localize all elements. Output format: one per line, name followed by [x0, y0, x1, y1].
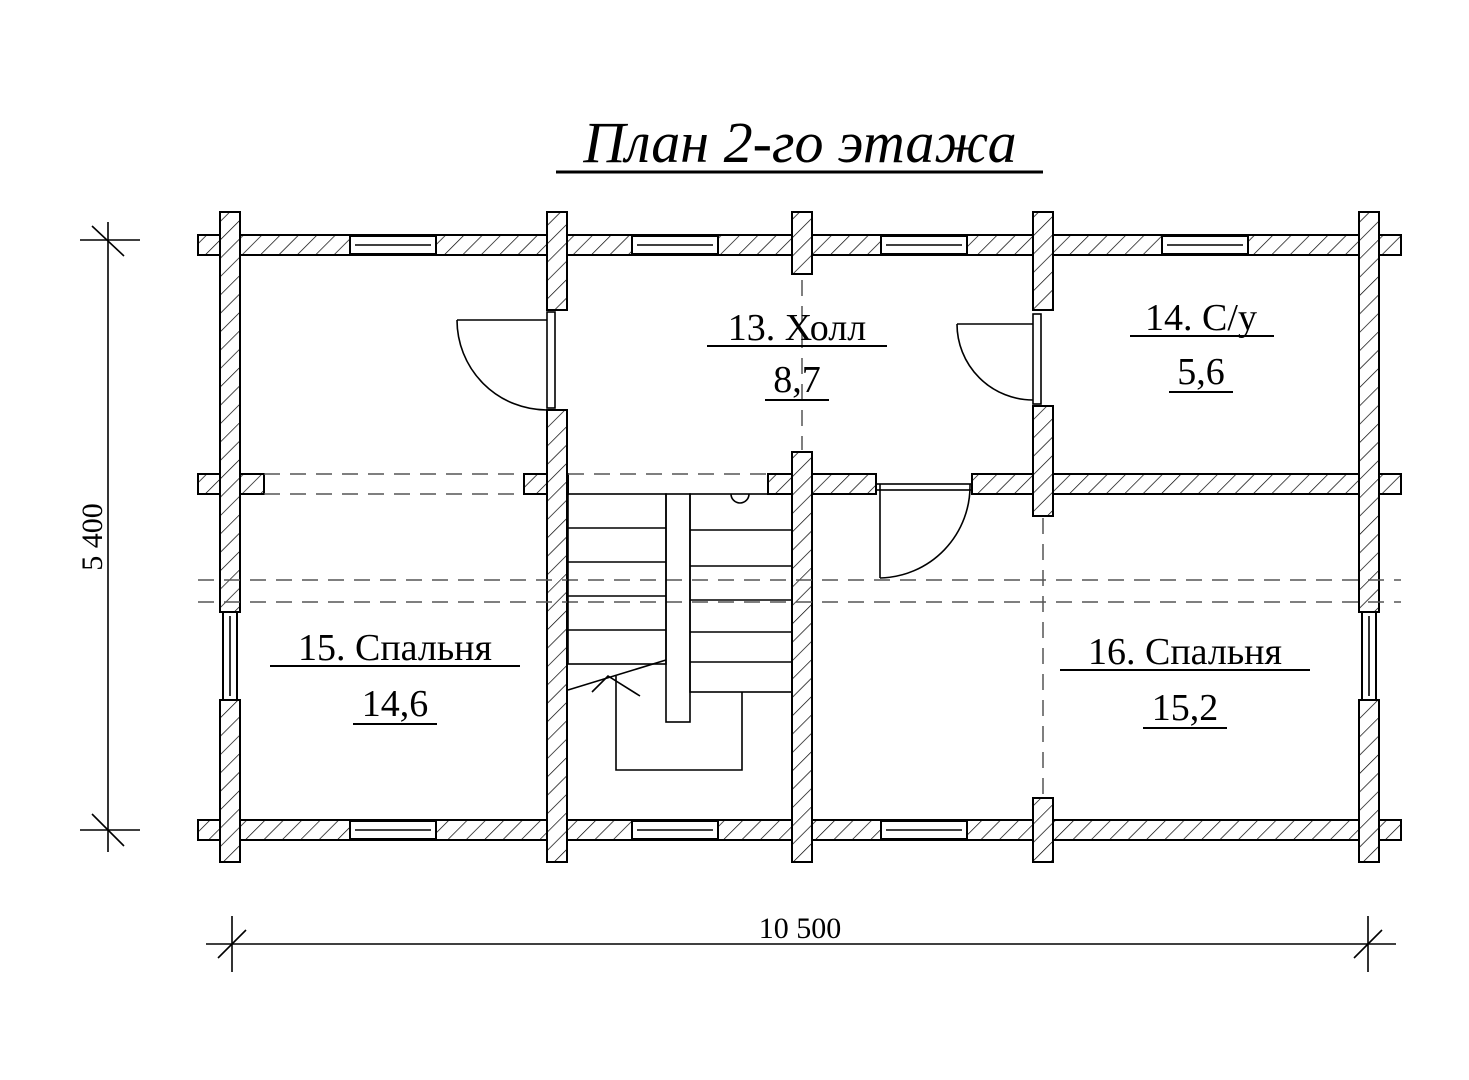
- room-13-area: 8,7: [773, 359, 821, 401]
- room-14-area: 5,6: [1177, 351, 1225, 393]
- room-15-area: 14,6: [362, 683, 429, 725]
- room-16-bedroom: 16. Спальня 15,2: [1060, 631, 1310, 729]
- door-bedroom16-swing: [879, 483, 971, 579]
- room-labels: 13. Холл 8,7 14. С/у 5,6 15. Спальня 14,…: [270, 297, 1310, 729]
- wall-2-top: [546, 211, 568, 311]
- stair-right-flight: [689, 493, 793, 693]
- stair-center-stringer: [665, 493, 691, 723]
- right-wall-lower: [1358, 699, 1380, 863]
- plan-title-text: План 2-го этажа: [582, 110, 1016, 175]
- room-16-area: 15,2: [1152, 687, 1219, 729]
- room-15-name: 15. Спальня: [298, 627, 492, 669]
- room-14-name: 14. С/у: [1145, 297, 1257, 339]
- wall-3-bottom: [791, 451, 813, 863]
- middle-wall-seg-3: [767, 473, 877, 495]
- stair-winder-line: [567, 659, 667, 691]
- stair-left-flight: [567, 493, 667, 665]
- staircase: [567, 493, 793, 771]
- room-15-bedroom: 15. Спальня 14,6: [270, 627, 520, 725]
- width-dim-text: 10 500: [759, 912, 842, 945]
- right-wall-upper: [1358, 211, 1380, 613]
- room-13-hall: 13. Холл 8,7: [707, 307, 887, 401]
- room-14-bathroom: 14. С/у 5,6: [1130, 297, 1274, 393]
- left-wall-upper: [219, 211, 241, 613]
- wall-2-bottom: [546, 409, 568, 863]
- vertical-walls: [219, 211, 1380, 863]
- wall-3-top: [791, 211, 813, 275]
- room-16-name: 16. Спальня: [1088, 631, 1282, 673]
- wall-4-top: [1032, 211, 1054, 311]
- stair-handrail-mark: [730, 493, 750, 504]
- doors: [456, 311, 1042, 579]
- wall-4-bottom: [1032, 797, 1054, 863]
- door-left-swing: [456, 319, 548, 411]
- plan-title: План 2-го этажа: [556, 110, 1043, 175]
- ceiling-dash-lines: [198, 473, 1401, 603]
- height-dim-text: 5 400: [76, 503, 109, 571]
- width-dimension: 10 500: [206, 912, 1396, 972]
- left-wall-lower: [219, 699, 241, 863]
- room-13-name: 13. Холл: [728, 307, 867, 349]
- door-bath-swing: [956, 323, 1034, 401]
- wall-4-middle: [1032, 405, 1054, 517]
- height-dimension: 5 400: [76, 222, 140, 852]
